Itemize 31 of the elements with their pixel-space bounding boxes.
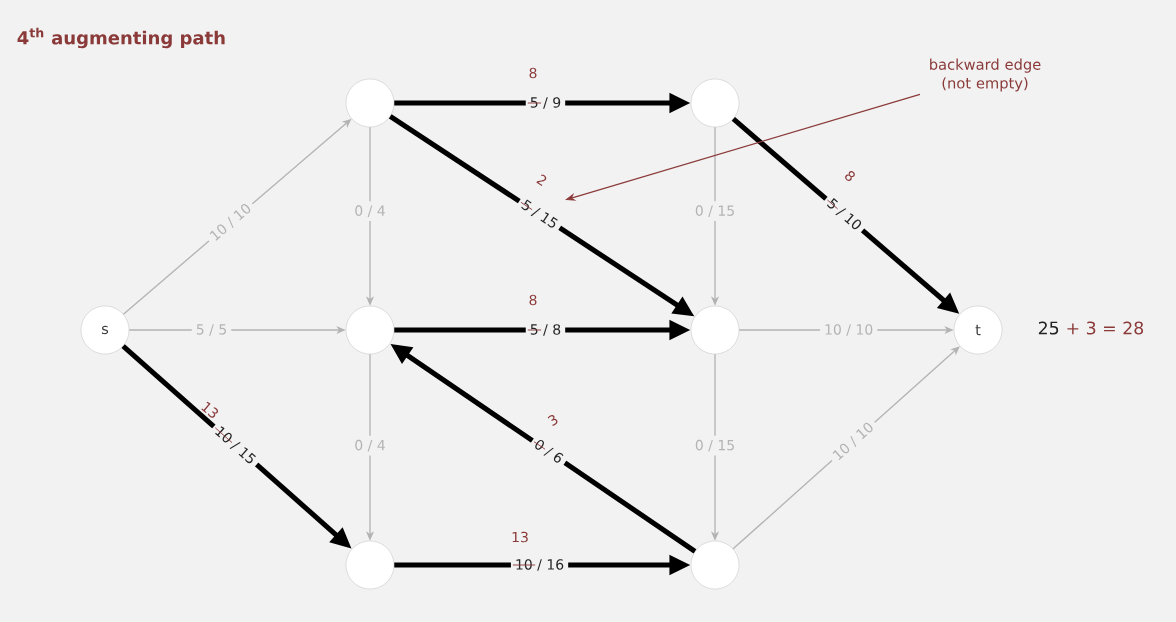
edge-label: 5 / 8 (525, 320, 566, 340)
flow-value: 3 (547, 414, 558, 426)
edge-label: 5 / 15 (513, 193, 565, 236)
flow-value: 2 (536, 174, 547, 187)
edge-label: 10 / 16 (510, 555, 569, 575)
edge-label: 10 / 10 (820, 320, 878, 340)
note-text: backward edge (not empty) (930, 58, 1041, 92)
vertex-circle (345, 78, 395, 128)
flow-value: 8 (845, 171, 855, 182)
edge-label: 10 / 10 (202, 196, 259, 249)
flow-value: 13 (201, 401, 219, 418)
edge-label: 5 / 10 (819, 191, 869, 238)
flow-value: 8 (529, 67, 537, 79)
edge-label: 0 / 4 (350, 435, 390, 456)
total-value: 25 (1038, 321, 1059, 335)
vertex-circle (690, 305, 740, 355)
edge-label: 10 / 10 (825, 415, 882, 468)
edge-label: 5 / 9 (525, 93, 566, 113)
edge-label: 5 / 5 (191, 320, 232, 340)
edge-label: 10 / 15 (207, 419, 264, 472)
vertex-circle (690, 540, 740, 590)
total-value: + 3 = 28 (1067, 321, 1144, 335)
flow-value: 8 (529, 294, 537, 306)
title: 4$^{th}$ augmenting path (17, 27, 225, 49)
edge-label: 0 / 4 (350, 201, 390, 221)
edge-label: 0 / 6 (526, 432, 571, 471)
vertex-circle (690, 78, 740, 128)
edge-label: 0 / 15 (690, 201, 740, 221)
vertex-circle (345, 305, 395, 355)
vertex-circle (345, 540, 395, 590)
flow-value: 13 (512, 531, 528, 543)
